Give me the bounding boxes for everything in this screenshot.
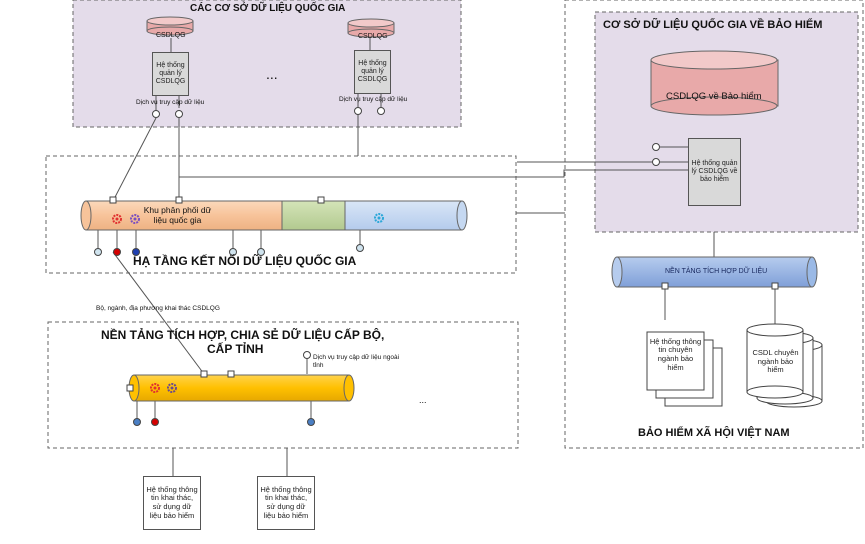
insurance-db-label: CSDLQG về Bảo hiểm xyxy=(666,91,762,102)
external-service-label: Dịch vụ truy cập dữ liệu ngoài tỉnh xyxy=(313,354,400,370)
vss-integration-label: NỀN TẢNG TÍCH HỢP DỮ LIỆU xyxy=(665,268,768,275)
port-squares xyxy=(109,196,779,392)
insurance-mgmt-system: Hệ thống quản lý CSDLQG về bảo hiểm xyxy=(688,138,741,206)
specialized-system-stack xyxy=(646,331,723,407)
port-circles xyxy=(94,107,660,426)
vss-specialized-system: Hệ thống thông tin chuyên ngành bảo hiểm xyxy=(649,336,702,372)
national-dbs-frame xyxy=(72,0,462,128)
csdlqg-mgmt-system-2: Hệ thống quản lý CSDLQG xyxy=(354,50,391,94)
ministry-pipe xyxy=(128,374,355,402)
consumers-label: Bộ, ngành, địa phương khai thác CSDLQG xyxy=(96,305,220,312)
distribution-zone-label: Khu phân phối dữ liệu quốc gia xyxy=(143,205,212,226)
access-service-label-2: Dịch vụ truy cập dữ liệu xyxy=(339,96,408,103)
csdlqg-label-2: CSDLQG xyxy=(358,33,388,40)
insurance-db-cylinder xyxy=(650,50,779,116)
consumer-system-1: Hệ thống thông tin khai thác, sử dụng dữ… xyxy=(143,476,201,530)
csdlqg-mgmt-system-1: Hệ thống quản lý CSDLQG xyxy=(152,52,189,96)
gear-icon xyxy=(167,383,177,393)
access-service-label-1: Dịch vụ truy cập dữ liệu xyxy=(136,99,205,106)
vss-integration-pipe xyxy=(611,256,818,288)
gear-icon xyxy=(374,213,384,223)
csdlqg-cylinder-1 xyxy=(146,16,194,36)
consumer-system-2: Hệ thống thông tin khai thác, sử dụng dữ… xyxy=(257,476,315,530)
gear-icon xyxy=(130,214,140,224)
more-dbs-ellipsis: ... xyxy=(266,66,278,82)
gear-icon xyxy=(150,383,160,393)
insurance-db-title: CƠ SỞ DỮ LIỆU QUỐC GIA VỀ BẢO HIỂM xyxy=(603,19,823,31)
national-connect-title: HẠ TẦNG KẾT NỐI DỮ LIỆU QUỐC GIA xyxy=(133,254,357,268)
vss-title: BẢO HIỂM XÃ HỘI VIỆT NAM xyxy=(638,427,790,439)
more-ministry-ellipsis: ... xyxy=(419,395,427,405)
csdlqg-cylinder-2 xyxy=(347,18,395,38)
gear-icon xyxy=(112,214,122,224)
national-dbs-title: CÁC CƠ SỞ DỮ LIỆU QUỐC GIA xyxy=(190,3,346,14)
national-connect-pipe xyxy=(80,200,468,231)
ministry-platform-title-line2: CẤP TỈNH xyxy=(207,342,264,356)
csdlqg-label-1: CSDLQG xyxy=(156,32,186,39)
vss-specialized-db: CSDL chuyên ngành bảo hiểm xyxy=(752,348,799,375)
ministry-platform-title-line1: NỀN TẢNG TÍCH HỢP, CHIA SẺ DỮ LIỆU CẤP B… xyxy=(101,328,385,342)
specialized-db-cylinders xyxy=(746,323,823,408)
